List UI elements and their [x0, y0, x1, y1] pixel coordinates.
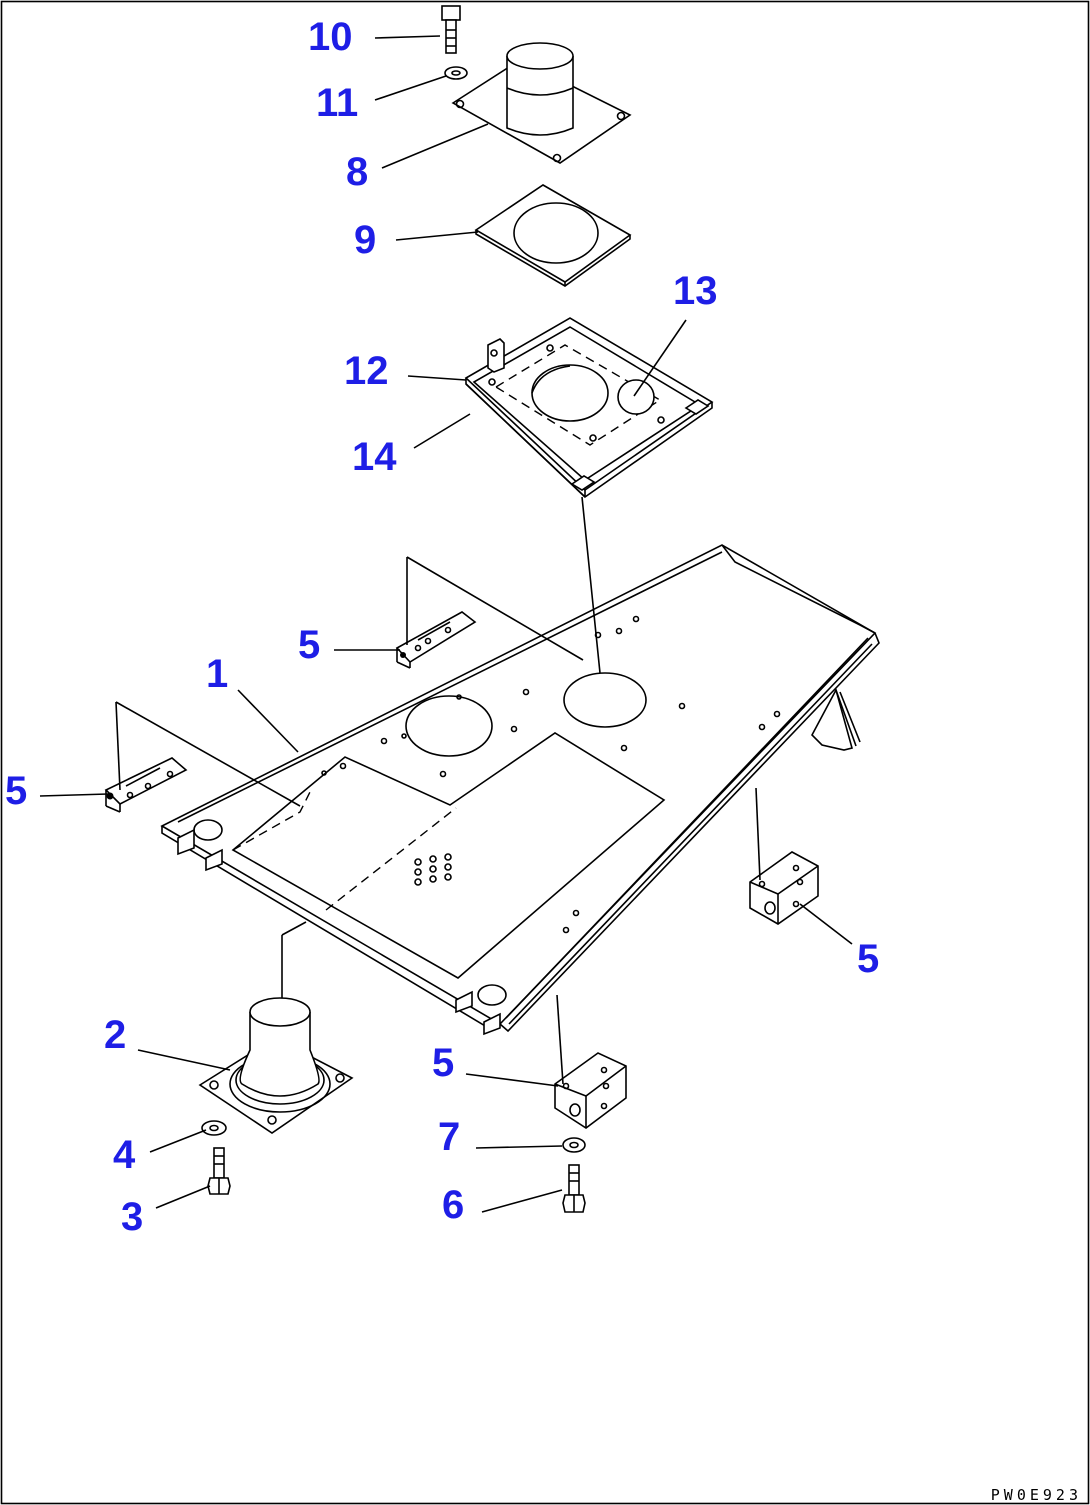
part-14-seal-strip [465, 383, 586, 498]
part-9-gasket [474, 184, 632, 287]
part-8-mount-upper [451, 42, 632, 164]
reference-code: PW0E923 [991, 1486, 1082, 1504]
part-5-bracket-left [104, 757, 188, 813]
part-1-floor-frame [160, 544, 880, 1036]
callouts: 10 11 8 9 13 12 14 5 1 5 5 2 5 4 7 3 6 [5, 15, 879, 1239]
callout-7: 7 [438, 1115, 460, 1159]
callout-13: 13 [673, 269, 718, 313]
callout-5-upper: 5 [298, 623, 320, 667]
part-11-washer [444, 66, 468, 80]
part-5-bracket-right [749, 851, 819, 925]
callout-3: 3 [121, 1195, 143, 1239]
callout-4: 4 [113, 1133, 136, 1177]
frame-hole-pattern [414, 853, 452, 886]
part-3-bolt [207, 1147, 231, 1195]
callout-1: 1 [206, 652, 228, 696]
callout-14: 14 [352, 435, 397, 479]
callout-10: 10 [308, 15, 353, 59]
part-4-washer [201, 1120, 227, 1136]
part-10-bolt [441, 5, 461, 54]
part-5-bracket-upper [395, 611, 477, 669]
part-6-bolt [562, 1164, 586, 1213]
part-13-small-cover [617, 379, 655, 415]
part-12-cover-plate [464, 317, 714, 499]
leader-lines [39, 35, 853, 1213]
part-5-bracket-bottom [554, 1052, 627, 1129]
callout-9: 9 [354, 218, 376, 262]
callout-8: 8 [346, 150, 368, 194]
callout-6: 6 [442, 1183, 464, 1227]
part-2-mount-lower [198, 997, 354, 1134]
assembly-lines [115, 496, 761, 1085]
callout-5-right: 5 [857, 937, 879, 981]
part-7-washer [562, 1137, 586, 1153]
callout-5-left: 5 [5, 769, 27, 813]
callout-5-bottom: 5 [432, 1041, 454, 1085]
callout-2: 2 [104, 1013, 126, 1057]
callout-11: 11 [316, 81, 358, 125]
callout-12: 12 [344, 349, 389, 393]
